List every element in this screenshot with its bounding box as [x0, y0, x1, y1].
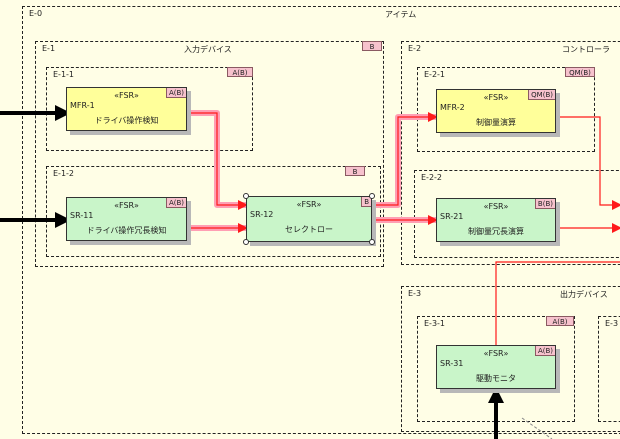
region-id: E-3 [408, 289, 422, 298]
asil-badge: B [345, 166, 365, 176]
block-stereotype: «FSR» [483, 93, 509, 102]
selection-handle[interactable] [369, 193, 375, 199]
asil-badge: QM(B) [565, 67, 595, 77]
region-e2-1[interactable]: E-2-1 QM(B) [417, 67, 595, 152]
asil-badge: A(B) [165, 198, 186, 208]
block-sr11[interactable]: A(B) «FSR» SR-11 ドライバ操作冗長検知 [66, 197, 187, 241]
region-id: E-0 [29, 9, 43, 18]
region-id: E-1-2 [53, 169, 75, 178]
connector-mfr1-sr12 [187, 112, 248, 210]
block-stereotype: «FSR» [483, 349, 509, 358]
region-e1-1[interactable]: E-1-1 A(B) [46, 67, 253, 151]
block-sr21[interactable]: B(B) «FSR» SR-21 制御量冗長演算 [436, 198, 556, 242]
selection-handle[interactable] [243, 193, 249, 199]
asil-badge: A(B) [165, 88, 186, 98]
selection-handle[interactable] [369, 239, 375, 245]
block-sr31[interactable]: A(B) «FSR» SR-31 駆動モニタ [436, 345, 556, 389]
block-mfr2[interactable]: QM(B) «FSR» MFR-2 制御量演算 [436, 89, 556, 133]
block-name: ドライバ操作検知 [94, 116, 159, 125]
block-stereotype: «FSR» [114, 201, 139, 210]
region-e3[interactable]: E-3 出力デバイス [401, 286, 620, 432]
block-stereotype: «FSR» [296, 200, 322, 209]
region-e2-2[interactable]: E-2-2 [414, 170, 620, 258]
connector-lines [187, 112, 620, 345]
connector-mfr2-out [556, 116, 620, 210]
block-id: SR-21 [440, 212, 464, 221]
region-id: E-1-1 [53, 70, 75, 79]
external-link-line [521, 417, 553, 439]
block-id: SR-12 [250, 210, 274, 219]
region-title: アイテム [385, 10, 417, 19]
block-id: MFR-2 [440, 103, 465, 112]
region-e2[interactable]: E-2 コントローラ [401, 41, 620, 265]
region-e1-2[interactable]: E-1-2 B [46, 166, 381, 257]
asil-badge: QM(B) [528, 90, 555, 100]
region-id: E-2-1 [424, 70, 446, 79]
region-id: E-2-2 [421, 173, 443, 182]
asil-badge: A(B) [546, 316, 574, 326]
block-name: 制御量冗長演算 [468, 227, 524, 236]
region-id: E-3-1 [424, 319, 446, 328]
region-e3-2[interactable]: E-3 [598, 316, 620, 422]
asil-badge: B [362, 41, 382, 51]
region-id: E-3 [605, 319, 619, 328]
block-sr12[interactable]: B «FSR» SR-12 セレクトロー [246, 196, 372, 242]
input-arrows [0, 105, 504, 439]
region-id: E-2 [408, 44, 422, 53]
connector-sr31-out [495, 261, 620, 345]
region-title: コントローラ [562, 45, 610, 54]
block-id: SR-31 [440, 359, 464, 368]
connector-sr12-mfr2 [372, 112, 438, 206]
block-name: 制御量演算 [476, 118, 516, 127]
block-name: セレクトロー [285, 225, 333, 234]
block-id: SR-11 [70, 211, 94, 220]
block-name: 駆動モニタ [476, 374, 516, 383]
block-name: ドライバ操作冗長検知 [86, 226, 167, 235]
asil-badge: A(B) [227, 67, 253, 77]
block-mfr1[interactable]: A(B) «FSR» MFR-1 ドライバ操作検知 [66, 87, 187, 131]
block-stereotype: «FSR» [114, 91, 139, 100]
selection-handle[interactable] [243, 239, 249, 245]
region-title: 出力デバイス [560, 290, 608, 299]
region-title: 入力デバイス [184, 45, 232, 54]
region-id: E-1 [42, 44, 56, 53]
asil-badge: B(B) [534, 199, 555, 209]
block-stereotype: «FSR» [483, 202, 509, 211]
asil-badge: A(B) [534, 346, 555, 356]
block-id: MFR-1 [70, 101, 95, 110]
asil-badge: B [361, 197, 371, 207]
region-e1[interactable]: E-1 入力デバイス B [35, 41, 384, 267]
